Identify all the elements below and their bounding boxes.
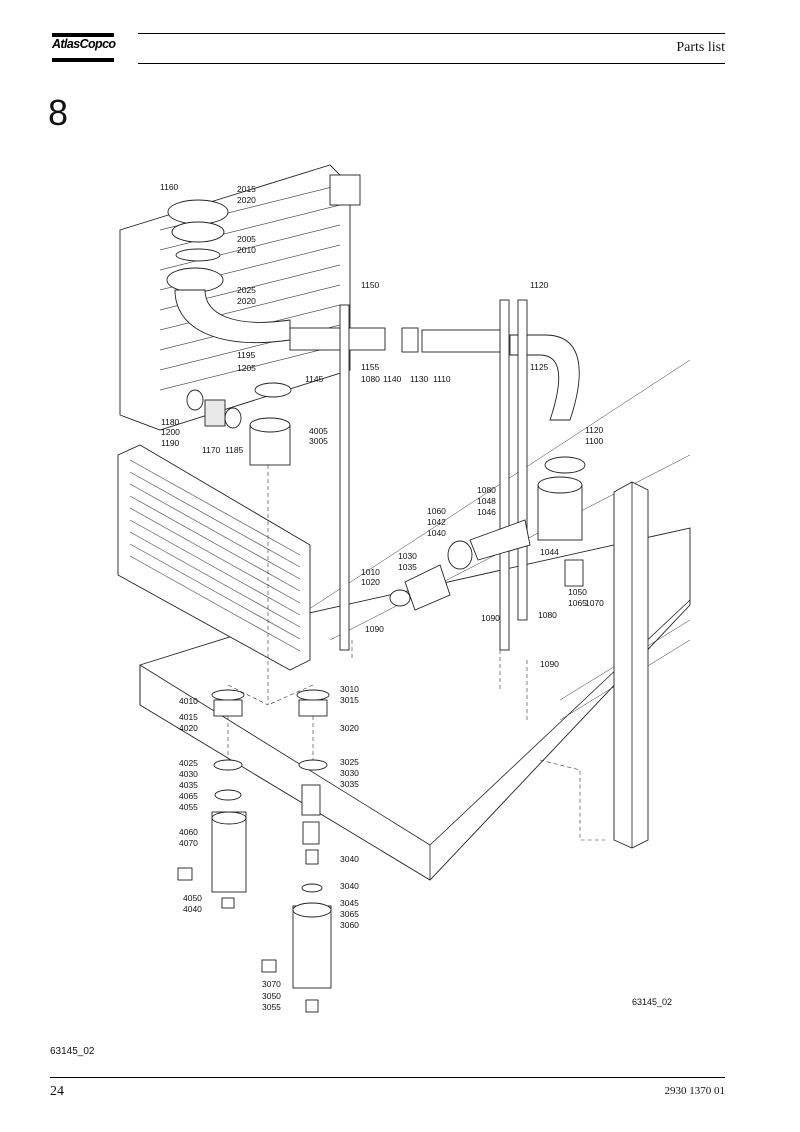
part-callout-4055: 4055 [179,802,198,812]
part-callout-1090: 1090 [365,624,384,634]
part-callout-4020: 4020 [179,723,198,733]
figure-code: 63145_02 [632,997,673,1007]
part-callout-1035: 1035 [398,562,417,572]
part-callout-3005: 3005 [309,436,328,446]
filter-right [292,689,332,1013]
part-callout-1060: 1060 [427,506,446,516]
part-callout-1160: 1160 [160,182,179,192]
part-callout-2025: 2025 [237,285,256,295]
header-rule-bottom [138,63,725,64]
part-callout-1050: 1050 [568,587,587,597]
part-callout-1065: 1065 [568,598,587,608]
part-callout-4070: 4070 [179,838,198,848]
part-callout-1080: 1080 [538,610,557,620]
header-rule-top [138,33,725,34]
footer-figure-code: 63145_02 [50,1046,95,1057]
part-callout-1120: 1120 [585,425,604,435]
part-callout-3035: 3035 [340,779,359,789]
part-callout-1042: 1042 [427,517,446,527]
part-callout-3040: 3040 [340,854,359,864]
part-callout-1130: 1130 [410,374,429,384]
separator-housing [389,456,586,611]
part-callout-1205: 1205 [237,363,256,373]
part-callout-3015: 3015 [340,695,359,705]
part-callout-1048: 1048 [477,496,496,506]
part-callout-4040: 4040 [183,904,202,914]
warning-decal-left [177,867,193,881]
section-number: 8 [48,92,69,133]
part-callout-3055: 3055 [262,1002,281,1012]
part-callout-1185: 1185 [225,445,244,455]
part-callout-3045: 3045 [340,898,359,908]
part-callout-3020: 3020 [340,723,359,733]
part-callout-4005: 4005 [309,426,328,436]
atlas-copco-logo: AtlasCopco [52,33,116,63]
warning-decal-right [261,959,277,973]
part-callout-3070: 3070 [262,979,281,989]
part-callout-1080: 1080 [477,485,496,495]
part-callout-1150: 1150 [361,280,380,290]
part-callout-1040: 1040 [427,528,446,538]
part-callout-1110: 1110 [433,374,451,384]
part-callout-4010: 4010 [179,696,198,706]
part-callout-1100: 1100 [585,436,604,446]
part-callout-4065: 4065 [179,791,198,801]
part-callout-3065: 3065 [340,909,359,919]
vertical-brackets [339,299,528,651]
part-callout-3025: 3025 [340,757,359,767]
part-callout-1010: 1010 [361,567,380,577]
part-callout-1046: 1046 [477,507,496,517]
part-callout-1080: 1080 [361,374,380,384]
part-callout-1145: 1145 [305,374,324,384]
part-callout-4060: 4060 [179,827,198,837]
document-number: 2930 1370 01 [664,1085,726,1097]
flange-stack [166,199,291,343]
logo-bar-top [52,33,114,37]
filter-left [211,689,247,909]
part-callout-1120: 1120 [530,280,549,290]
part-callout-4015: 4015 [179,712,198,722]
part-callout-1170: 1170 [202,445,221,455]
check-valve-assembly [186,382,292,466]
part-callout-1070: 1070 [585,598,604,608]
part-callout-1090: 1090 [540,659,559,669]
right-post [613,481,649,849]
lower-cooler [117,444,311,671]
part-callout-2010: 2010 [237,245,256,255]
part-callout-3060: 3060 [340,920,359,930]
part-callout-1155: 1155 [361,362,380,372]
part-callout-1020: 1020 [361,577,380,587]
part-callout-1125: 1125 [530,362,549,372]
logo-bar-bottom [52,58,114,62]
part-callout-1195: 1195 [237,350,256,360]
part-callout-2005: 2005 [237,234,256,244]
page-title: Parts list [676,40,725,55]
footer-rule [50,1077,725,1078]
part-callout-2020: 2020 [237,296,256,306]
part-callout-1190: 1190 [161,438,180,448]
part-callout-4030: 4030 [179,769,198,779]
part-callout-3030: 3030 [340,768,359,778]
part-callout-3050: 3050 [262,991,281,1001]
part-callout-4050: 4050 [183,893,202,903]
logo-text: AtlasCopco [52,37,116,51]
part-callout-4035: 4035 [179,780,198,790]
horizontal-pipe [289,327,580,421]
part-callout-1180: 1180 [161,417,180,427]
part-callout-1200: 1200 [161,427,180,437]
part-callout-2020: 2020 [237,195,256,205]
part-callout-4025: 4025 [179,758,198,768]
part-callout-3010: 3010 [340,684,359,694]
part-callout-3040: 3040 [340,881,359,891]
part-callout-1044: 1044 [540,547,559,557]
part-callout-1030: 1030 [398,551,417,561]
assembly-lines [227,465,605,841]
part-callout-1140: 1140 [383,374,402,384]
part-callout-1090: 1090 [481,613,500,623]
part-callout-2015: 2015 [237,184,256,194]
page-number: 24 [50,1084,64,1099]
